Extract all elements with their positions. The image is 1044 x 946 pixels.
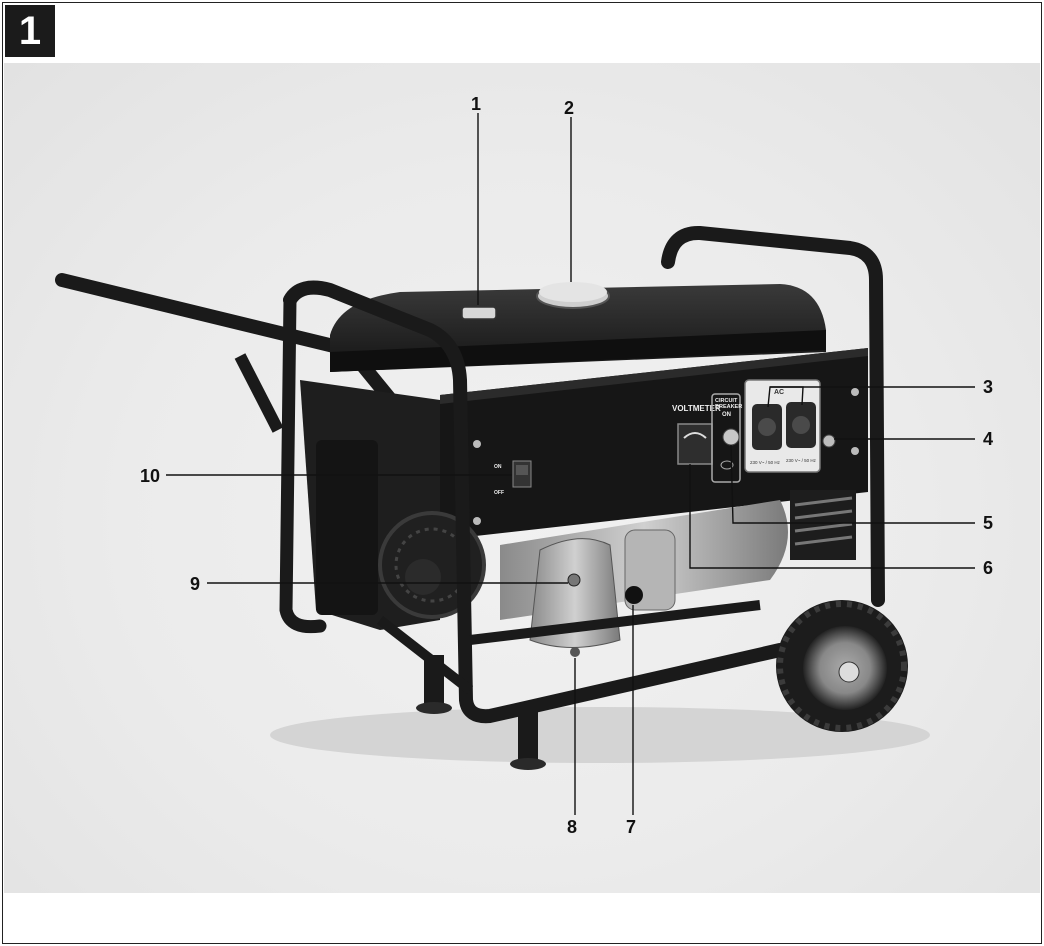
panel-screw [473,517,481,525]
on-off-switch-rocker [516,465,528,475]
panel-top-edge [440,348,868,404]
front-frame-tube [283,280,787,724]
circuit-label-1: CIRCUIT [715,398,738,404]
circuit-on-label: ON [722,412,731,418]
tire-tread [777,601,907,731]
circuit-breaker-button [722,428,740,446]
rear-frame-tube [661,226,885,607]
circuit-breaker-plate [711,393,741,483]
choke-lever [567,573,581,587]
switch-off-label: OFF [494,490,504,496]
oil-drain-plug [570,647,580,657]
panel-screw [851,388,859,396]
switch-on-label: ON [494,464,502,470]
leader-lines [166,113,975,815]
support-foot-pad [510,758,546,770]
socket-left-face [758,418,776,436]
left-frame-tube [279,293,327,634]
ground-terminal [822,434,836,448]
support-foot [518,705,538,760]
callout-8: 8 [567,817,577,837]
starter-hub [405,559,441,595]
base-rail [469,600,761,645]
callout-3: 3 [983,377,993,397]
vent-grille [790,490,856,560]
circuit-off-mark [720,460,734,470]
floor-shadow [270,707,930,763]
panel-screw [473,440,481,448]
handle-brace [234,353,284,433]
panel-screw [851,447,859,455]
fuel-cap-top [539,282,607,302]
callout-7: 7 [626,817,636,837]
callout-9: 9 [190,574,200,594]
callout-6: 6 [983,558,993,578]
support-foot [424,655,444,703]
circuit-label-2: BREAKER [715,404,742,410]
oil-filler-cap [625,586,643,604]
socket-right-face [792,416,810,434]
socket-rating-right: 230 V~ / 50 Hz [786,458,817,463]
fuel-gauge [461,306,497,320]
figure-number-badge: 1 [5,5,55,57]
voltmeter-dial [683,432,707,439]
callout-2: 2 [564,98,574,118]
callout-4: 4 [983,429,993,449]
voltmeter [677,423,713,465]
battery-box [316,440,378,615]
callout-10: 10 [140,466,160,486]
voltmeter-label: VOLTMETER [672,404,721,413]
callout-1: 1 [471,94,481,114]
support-foot-pad [416,702,452,714]
socket-rating-left: 230 V~ / 50 Hz [750,460,781,465]
callout-5: 5 [983,513,993,533]
ac-label: AC [774,389,784,396]
wheel-hub [838,661,860,683]
